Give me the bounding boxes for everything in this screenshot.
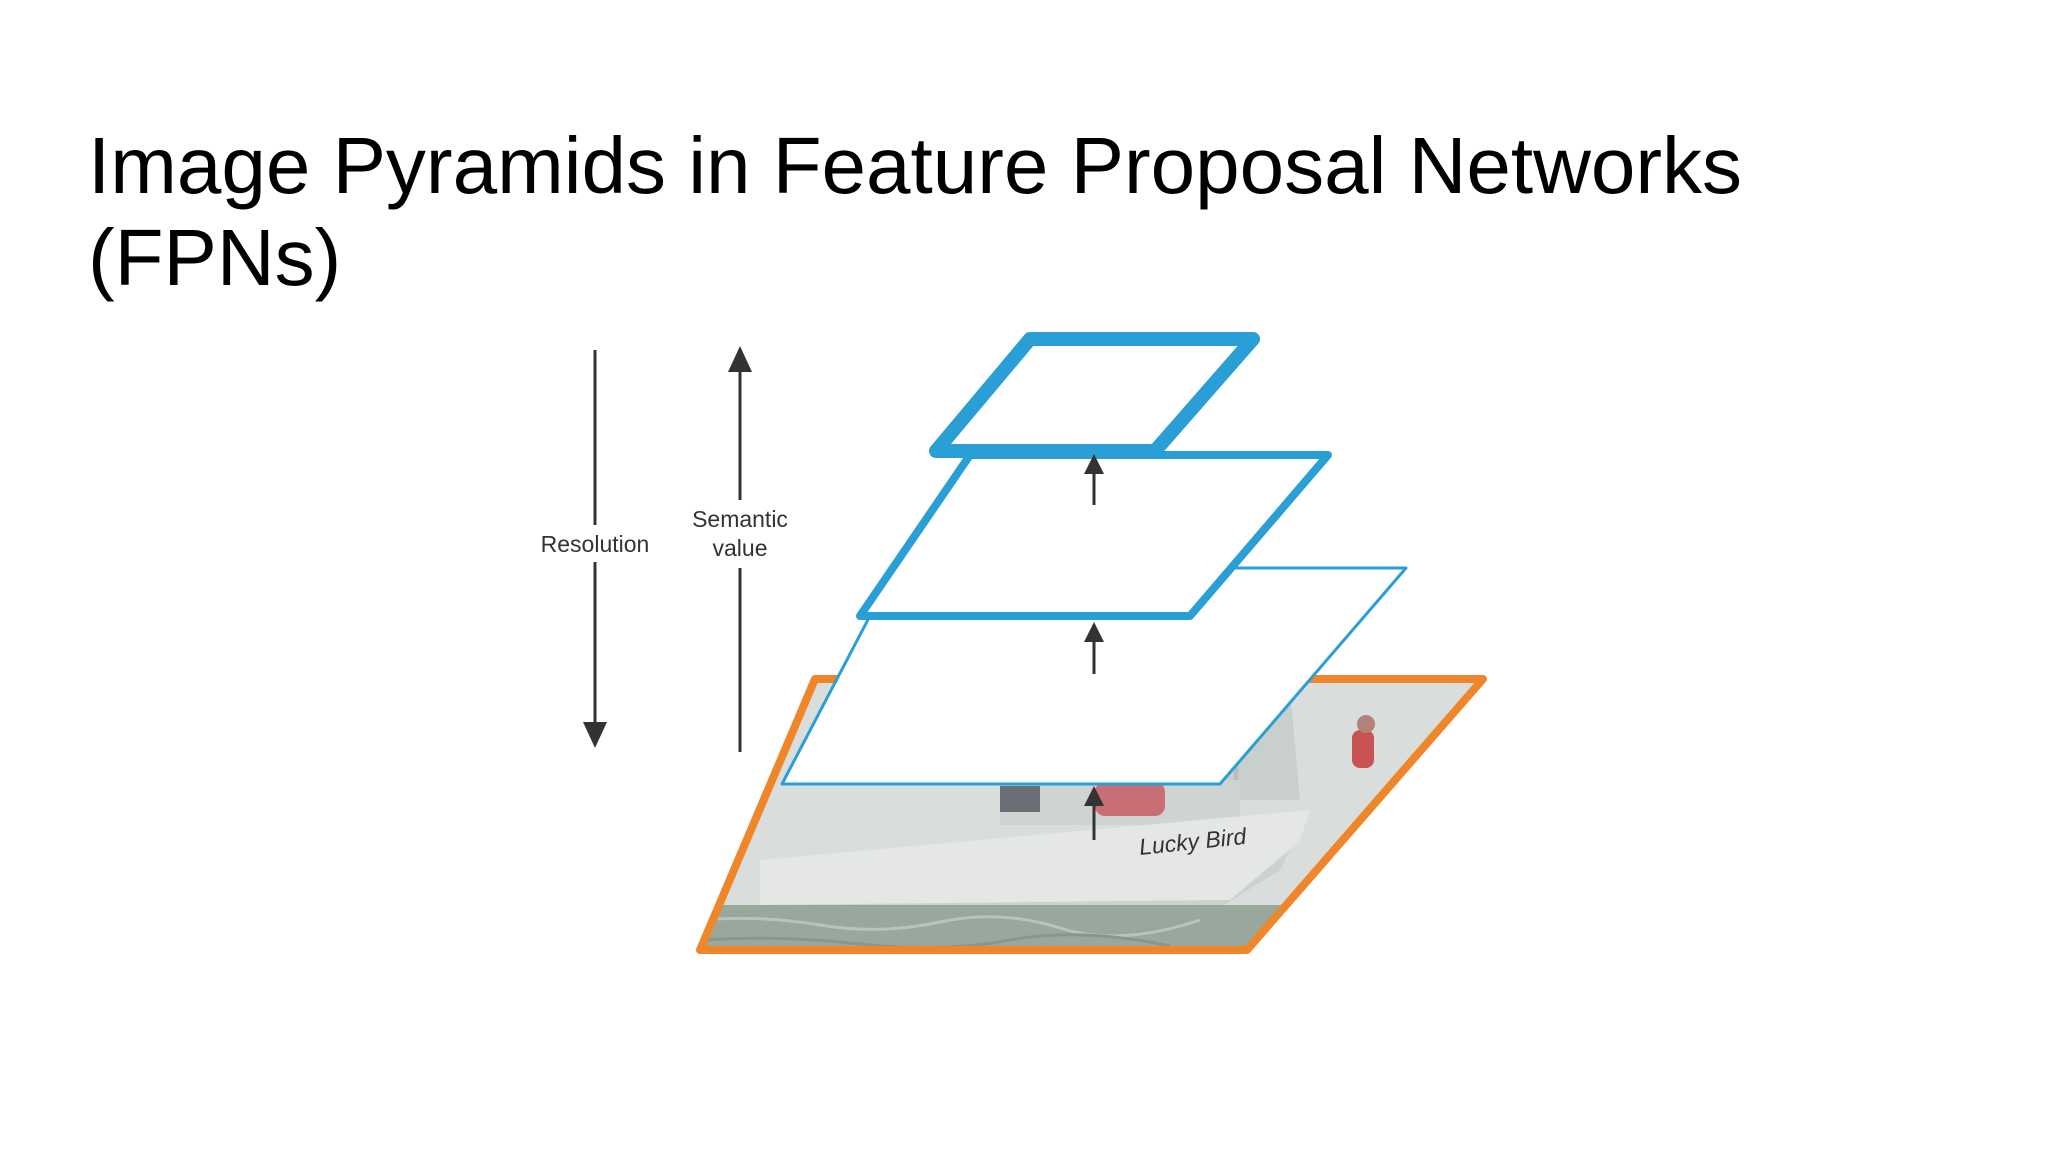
slide-title-line-2: (FPNs)	[88, 213, 342, 302]
resolution-axis: Resolution	[541, 350, 650, 748]
slide-title: Image Pyramids in Feature Proposal Netwo…	[88, 120, 1888, 304]
feature-layer-3	[929, 332, 1260, 458]
semantic-label-line-2: value	[713, 535, 768, 561]
resolution-label: Resolution	[541, 531, 650, 557]
arrow-up-icon	[1084, 454, 1104, 505]
semantic-label-line-1: Semantic	[692, 506, 788, 532]
arrow-up-icon	[728, 346, 752, 372]
arrow-up-icon	[1084, 786, 1104, 840]
slide-title-line-1: Image Pyramids in Feature Proposal Netwo…	[88, 121, 1742, 210]
arrow-down-icon	[583, 722, 607, 748]
semantic-value-axis: Semantic value	[692, 346, 788, 752]
feature-layer-2	[856, 451, 1332, 620]
arrow-up-icon	[1084, 622, 1104, 674]
